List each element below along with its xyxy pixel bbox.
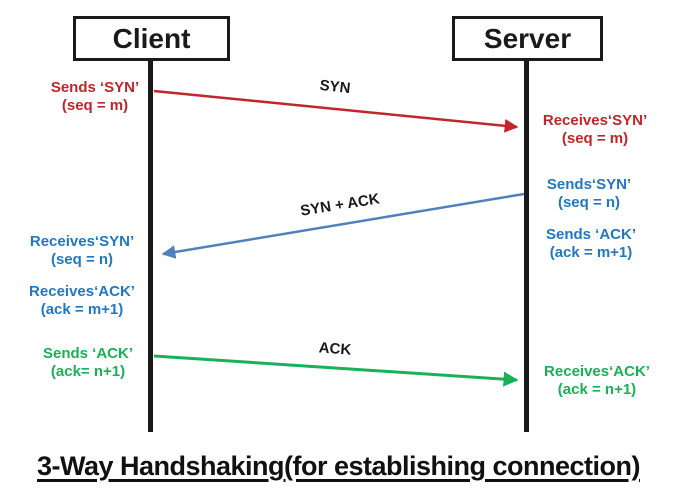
annotation-server-sends-ack: Sends ‘ACK’ (ack = m+1) bbox=[546, 226, 636, 262]
annotation-line: (seq = m) bbox=[561, 130, 629, 147]
annotation-line: (ack = n+1) bbox=[557, 381, 637, 398]
client-box: Client bbox=[73, 16, 230, 61]
annotation-line: (ack= n+1) bbox=[50, 363, 126, 380]
annotation-server-receives-syn: Receives‘SYN’ (seq = m) bbox=[543, 112, 647, 148]
annotation-client-sends-syn: Sends ‘SYN’ (seq = m) bbox=[51, 79, 139, 115]
annotation-line: (seq = m) bbox=[61, 97, 129, 114]
annotation-server-receives-ack: Receives‘ACK’ (ack = n+1) bbox=[544, 363, 650, 399]
annotation-line: (ack = m+1) bbox=[40, 301, 124, 318]
annotation-line: Receives‘ACK’ bbox=[29, 283, 135, 300]
annotation-line: (seq = n) bbox=[50, 251, 114, 268]
annotation-client-receives-syn: Receives‘SYN’ (seq = n) bbox=[30, 233, 134, 269]
annotation-line: Receives‘SYN’ bbox=[29, 233, 135, 250]
syn-message-label: SYN bbox=[318, 76, 352, 98]
syn-ack-arrow bbox=[161, 192, 525, 259]
ack-arrow bbox=[153, 354, 519, 387]
annotation-client-receives-ack: Receives‘ACK’ (ack = m+1) bbox=[29, 283, 135, 319]
annotation-server-sends-syn: Sends‘SYN’ (seq = n) bbox=[547, 176, 631, 212]
server-lifeline bbox=[524, 60, 529, 432]
server-label: Server bbox=[483, 22, 572, 54]
server-box: Server bbox=[452, 16, 603, 61]
diagram-caption: 3-Way Handshaking(for establishing conne… bbox=[36, 451, 641, 481]
annotation-line: Sends‘SYN’ bbox=[546, 176, 632, 193]
annotation-line: (ack = m+1) bbox=[549, 244, 633, 261]
annotation-line: (seq = n) bbox=[557, 194, 621, 211]
ack-message-label: ACK bbox=[318, 339, 352, 359]
annotation-line: Receives‘SYN’ bbox=[542, 112, 648, 129]
client-label: Client bbox=[112, 22, 191, 54]
annotation-line: Sends ‘ACK’ bbox=[42, 345, 134, 362]
annotation-client-sends-ack: Sends ‘ACK’ (ack= n+1) bbox=[43, 345, 133, 381]
annotation-line: Sends ‘SYN’ bbox=[50, 79, 140, 96]
annotation-line: Receives‘ACK’ bbox=[544, 363, 650, 380]
syn-arrow bbox=[153, 89, 519, 133]
client-lifeline bbox=[148, 60, 153, 432]
annotation-line: Sends ‘ACK’ bbox=[545, 226, 637, 243]
